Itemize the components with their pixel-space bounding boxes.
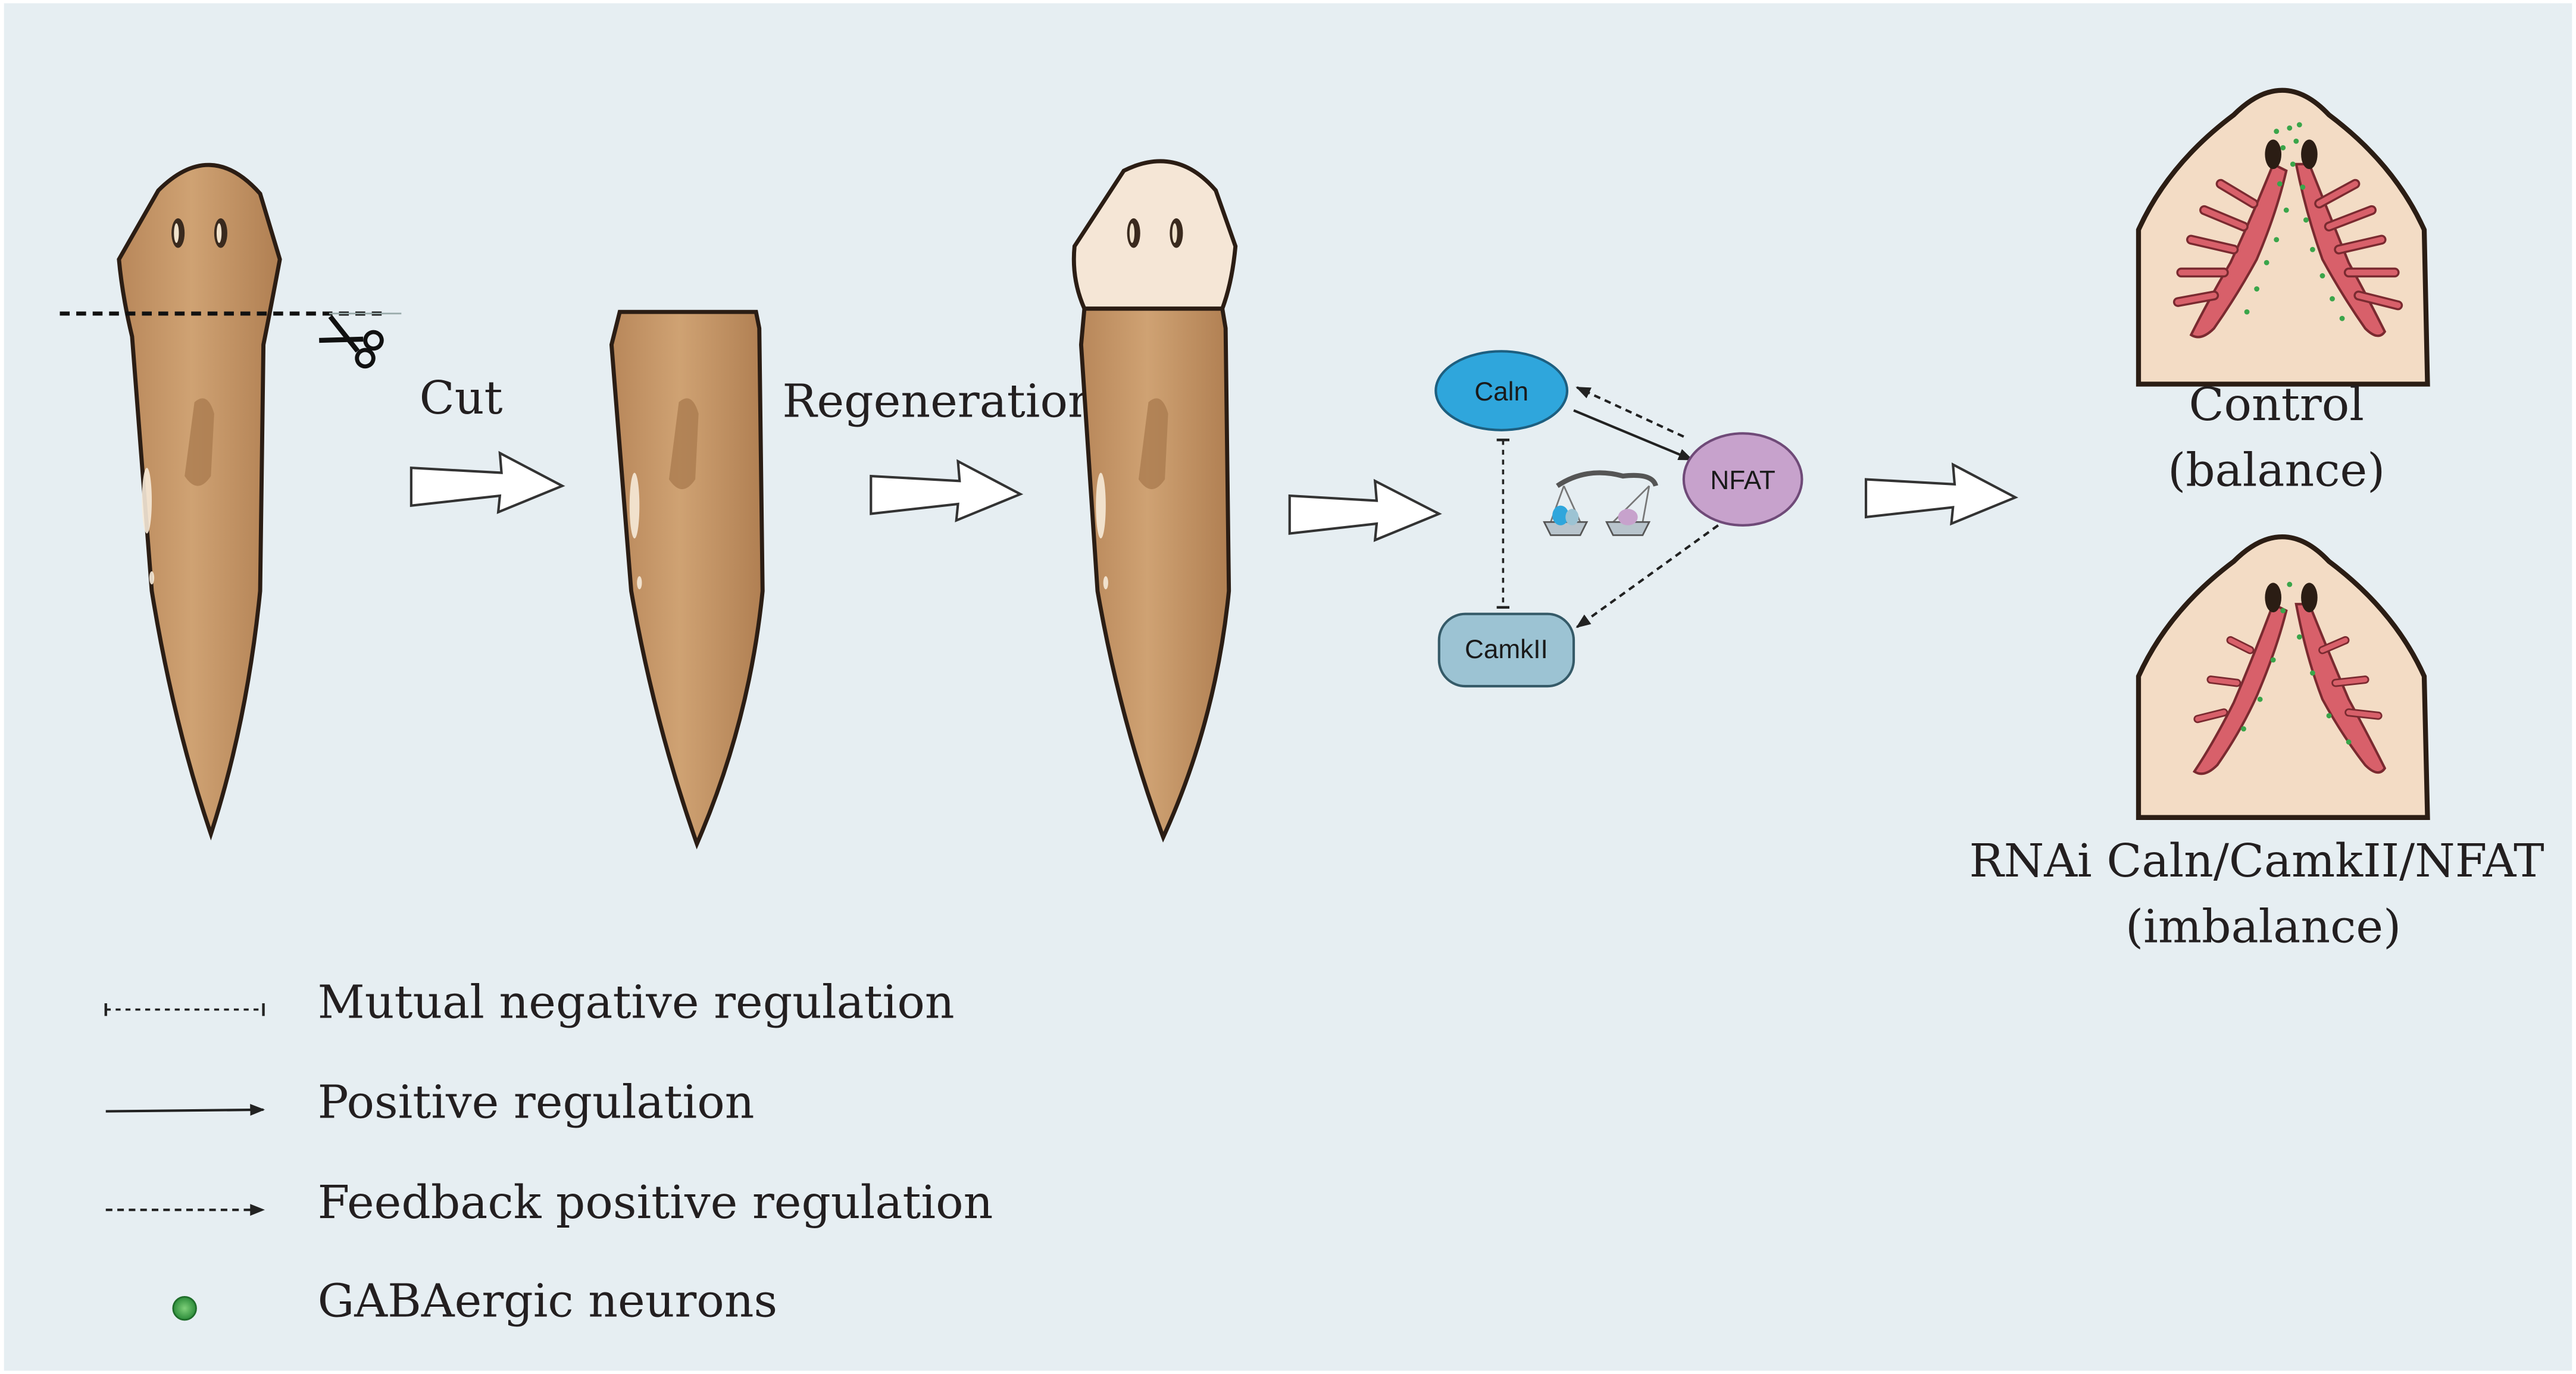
arrow-icon xyxy=(1864,462,2018,526)
cut-label: Cut xyxy=(420,371,503,425)
legend-label: GABAergic neurons xyxy=(318,1274,778,1328)
regeneration-label: Regeneration xyxy=(782,375,1097,428)
arrow-icon xyxy=(409,450,565,514)
regenerated-head xyxy=(1071,159,1238,311)
control-head xyxy=(2136,87,2430,387)
pharynx-icon xyxy=(1138,398,1168,490)
camkii-node xyxy=(1437,612,1575,688)
caln-label: Caln xyxy=(1474,377,1528,406)
nfat-to-caln-edge xyxy=(1575,386,1684,438)
eye-icon xyxy=(2301,583,2318,612)
nfat-node xyxy=(1682,432,1803,527)
rnai-head xyxy=(2136,534,2430,820)
signaling-network: Caln NFAT CamkII xyxy=(1434,350,1803,688)
nfat-label: NFAT xyxy=(1710,466,1775,495)
legend-label: Feedback positive regulation xyxy=(318,1176,993,1229)
arrow-icon xyxy=(870,459,1024,522)
scissors-icon xyxy=(319,315,384,369)
control-label: Control xyxy=(2189,378,2364,431)
legend-label: Positive regulation xyxy=(318,1076,755,1129)
arrow-icon xyxy=(1288,478,1442,542)
legend-item-mutual-negative: Mutual negative regulation xyxy=(104,975,955,1029)
control-sublabel: (balance) xyxy=(2168,444,2385,497)
eye-icon xyxy=(2265,139,2281,170)
balance-scale-icon xyxy=(1543,470,1658,536)
legend: Mutual negative regulation Positive regu… xyxy=(104,975,993,1328)
brain-lobe xyxy=(2294,603,2387,774)
intact-planarian xyxy=(117,162,282,841)
eye-icon xyxy=(2265,583,2281,612)
nfat-to-camkii-edge xyxy=(1575,524,1719,628)
rnai-sublabel: (imbalance) xyxy=(2125,900,2401,953)
pharynx-icon xyxy=(185,398,214,486)
caln-node xyxy=(1434,350,1569,431)
caln-to-nfat-edge xyxy=(1573,409,1693,461)
cut-planarian xyxy=(609,309,765,850)
legend-label: Mutual negative regulation xyxy=(318,975,955,1029)
regenerated-planarian xyxy=(1071,159,1238,843)
legend-item-positive: Positive regulation xyxy=(105,1076,755,1129)
legend-item-feedback-positive: Feedback positive regulation xyxy=(105,1176,993,1229)
gabaergic-neuron-icon xyxy=(172,1295,197,1321)
brain-lobe xyxy=(2192,602,2288,775)
gabaergic-neuron-cluster xyxy=(2244,122,2345,321)
eye-icon xyxy=(2301,139,2318,170)
legend-item-gabaergic: GABAergic neurons xyxy=(172,1274,778,1328)
gabaergic-neuron-cluster xyxy=(2241,581,2352,745)
pharynx-icon xyxy=(668,398,699,490)
rnai-label: RNAi Caln/CamkII/NFAT xyxy=(1969,834,2544,888)
camkii-label: CamkII xyxy=(1465,635,1548,664)
